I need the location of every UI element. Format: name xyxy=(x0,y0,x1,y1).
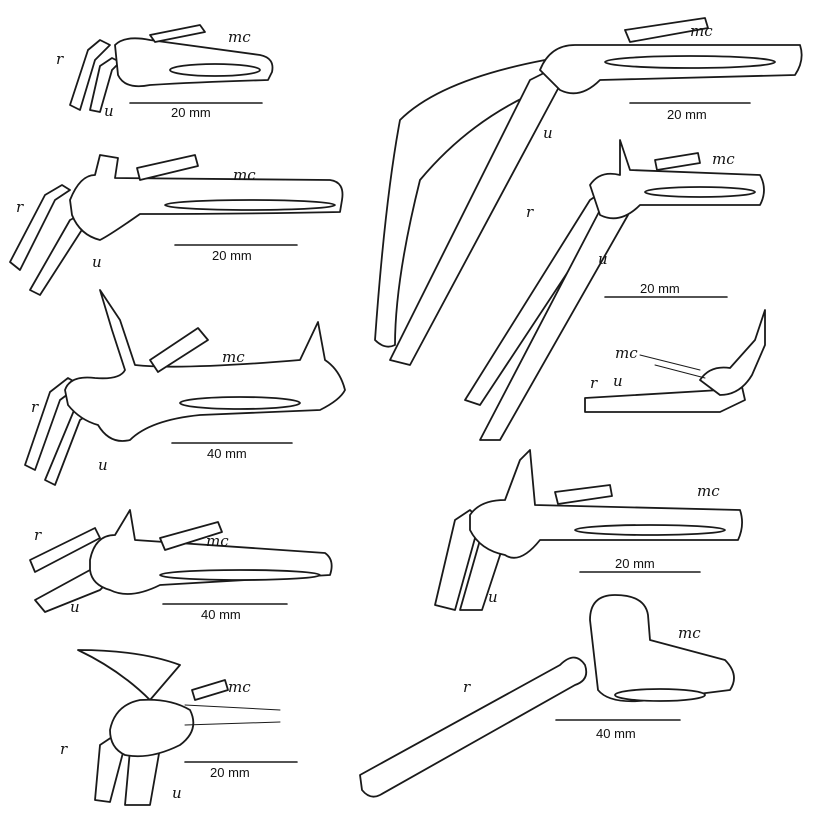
metacarpal-label: mc xyxy=(228,678,251,696)
scale-bar-label: 20 mm xyxy=(615,556,655,571)
panel-8-drawing xyxy=(584,309,766,413)
metacarpal-label: mc xyxy=(222,348,245,366)
metacarpal-label: mc xyxy=(678,624,701,642)
metacarpal-label: mc xyxy=(615,344,638,362)
scale-bar-label: 20 mm xyxy=(640,281,680,296)
radius-label: r xyxy=(31,398,39,416)
radius-label: r xyxy=(60,740,68,758)
scale-bar-label: 20 mm xyxy=(171,105,211,120)
panel-4-drawing xyxy=(29,509,333,613)
scale-bar-label: 20 mm xyxy=(667,107,707,122)
ulna-label: u xyxy=(70,598,80,616)
metacarpal-label: mc xyxy=(228,28,251,46)
scale-bar-label: 40 mm xyxy=(596,726,636,741)
ulna-label: u xyxy=(104,102,114,120)
panel-7-drawing xyxy=(464,139,765,441)
panel-3-drawing xyxy=(24,289,346,486)
radius-label: r xyxy=(590,374,598,392)
scale-bar-label: 40 mm xyxy=(207,446,247,461)
ulna-label: u xyxy=(543,124,553,142)
panel-5-drawing xyxy=(77,649,298,806)
radius-label: r xyxy=(463,678,471,696)
radius-label: r xyxy=(526,203,534,221)
metacarpal-label: mc xyxy=(712,150,735,168)
panel-9-drawing xyxy=(434,449,743,611)
ulna-label: u xyxy=(98,456,108,474)
metacarpal-label: mc xyxy=(233,166,256,184)
panel-6-drawing xyxy=(374,17,803,366)
ulna-label: u xyxy=(488,588,498,606)
radius-label: r xyxy=(34,526,42,544)
ulna-label: u xyxy=(598,250,608,268)
metacarpal-label: mc xyxy=(690,22,713,40)
panel-2-drawing xyxy=(9,154,344,296)
ulna-label: u xyxy=(613,372,623,390)
metacarpal-label: mc xyxy=(206,532,229,550)
scale-bar-label: 40 mm xyxy=(201,607,241,622)
metacarpal-label: mc xyxy=(697,482,720,500)
scale-bar-label: 20 mm xyxy=(212,248,252,263)
ulna-label: u xyxy=(172,784,182,802)
ulna-label: u xyxy=(92,253,102,271)
scale-bar-label: 20 mm xyxy=(210,765,250,780)
panel-10-drawing xyxy=(359,594,735,798)
radius-label: r xyxy=(16,198,24,216)
radius-label: r xyxy=(56,50,64,68)
panel-1-drawing xyxy=(69,24,274,113)
